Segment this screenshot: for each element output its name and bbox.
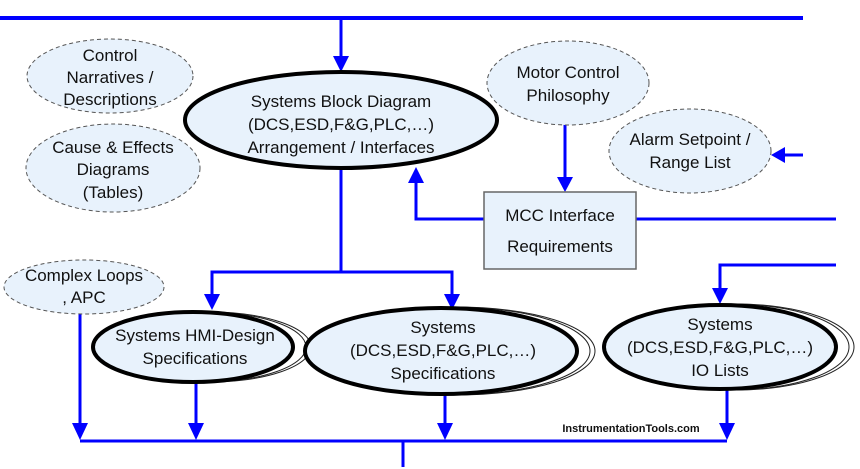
complex-loops-shape — [3, 259, 165, 315]
system-specs-line-2: (DCS,ESD,F&G,PLC,…) — [350, 341, 536, 360]
motor-control-shape — [486, 40, 650, 126]
arrow-hmi-to-bus — [188, 423, 204, 440]
split-wire — [210, 270, 454, 296]
motor-control-line-2: Philosophy — [526, 86, 610, 105]
complex-loops-line-1: Complex Loops — [25, 266, 143, 285]
node-complex-loops[interactable]: Complex Loops , APC — [3, 259, 165, 315]
arrow-into-sbd-bottom — [408, 167, 424, 183]
node-mcc-interface[interactable]: MCC Interface Requirements — [483, 191, 637, 270]
arrow-into-alarm — [771, 147, 785, 163]
sbd-line-1: Systems Block Diagram — [251, 92, 431, 111]
mcc-line-2: Requirements — [507, 237, 613, 256]
motor-control-line-1: Motor Control — [517, 63, 620, 82]
right-to-io-wire — [718, 263, 836, 290]
system-specs-shape — [303, 306, 579, 396]
node-io-lists[interactable]: Systems (DCS,ESD,F&G,PLC,…) IO Lists — [602, 303, 855, 391]
io-lists-shape — [602, 303, 838, 391]
node-hmi-design[interactable]: Systems HMI-Design Specifications — [91, 310, 312, 384]
arrow-into-hmi — [204, 294, 220, 310]
arrow-into-specs — [444, 294, 460, 310]
cause-effects-shape — [25, 123, 201, 213]
alarm-setpoint-shape — [608, 108, 772, 194]
systems-block-diagram-shape — [183, 70, 499, 170]
cause-effects-line-3: (Tables) — [83, 183, 143, 202]
mcc-line-1: MCC Interface — [505, 206, 615, 225]
watermark-text: InstrumentationTools.com — [562, 423, 700, 435]
control-narratives-line-2: Narratives / — [67, 68, 154, 87]
alarm-setpoint-line-1: Alarm Setpoint / — [630, 130, 751, 149]
sbd-line-2: (DCS,ESD,F&G,PLC,…) — [248, 115, 434, 134]
mcc-to-sbd-wire — [414, 180, 484, 221]
io-lists-line-3: IO Lists — [691, 361, 749, 380]
mcc-interface-shape — [483, 191, 637, 270]
node-alarm-setpoint[interactable]: Alarm Setpoint / Range List — [608, 108, 772, 194]
control-narratives-shape — [26, 38, 194, 114]
system-specs-line-3: Specifications — [391, 364, 496, 383]
alarm-setpoint-line-2: Range List — [649, 153, 731, 172]
arrow-loops-to-bus — [72, 423, 88, 440]
node-cause-effects[interactable]: Cause & Effects Diagrams (Tables) — [25, 123, 201, 213]
hmi-design-line-2: Specifications — [143, 349, 248, 368]
system-specs-line-1: Systems — [410, 318, 475, 337]
arrow-into-io — [712, 288, 728, 304]
cause-effects-line-2: Diagrams — [77, 160, 150, 179]
control-narratives-line-3: Descriptions — [63, 90, 157, 109]
hmi-design-shape — [91, 310, 295, 384]
io-lists-line-1: Systems — [687, 315, 752, 334]
node-system-specs[interactable]: Systems (DCS,ESD,F&G,PLC,…) Specificatio… — [303, 306, 596, 396]
sbd-line-3: Arrangement / Interfaces — [247, 138, 434, 157]
complex-loops-line-2: , APC — [62, 288, 105, 307]
arrow-io-to-bus — [719, 423, 735, 440]
node-control-narratives[interactable]: Control Narratives / Descriptions — [26, 38, 194, 114]
cause-effects-line-1: Cause & Effects — [52, 138, 174, 157]
node-systems-block-diagram[interactable]: Systems Block Diagram (DCS,ESD,F&G,PLC,…… — [183, 70, 499, 170]
arrow-into-sbd-top — [333, 56, 349, 72]
io-lists-line-2: (DCS,ESD,F&G,PLC,…) — [627, 338, 813, 357]
control-narratives-line-1: Control — [83, 46, 138, 65]
arrow-into-mcc — [557, 177, 573, 192]
node-motor-control[interactable]: Motor Control Philosophy — [486, 40, 650, 126]
hmi-design-line-1: Systems HMI-Design — [115, 326, 275, 345]
arrow-specs-to-bus — [437, 423, 453, 440]
